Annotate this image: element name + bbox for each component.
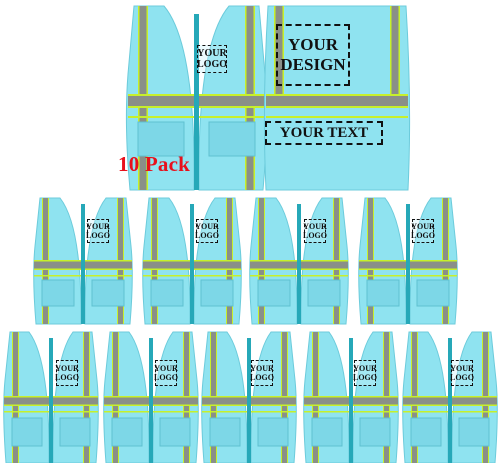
- logo-box-large: YOUR LOGO: [197, 45, 227, 73]
- logo-line-2: LOGO: [450, 373, 475, 382]
- logo-line-1: YOUR: [250, 364, 274, 373]
- vest-row3-4: [303, 331, 399, 463]
- logo-line-1: YOUR: [353, 364, 377, 373]
- logo-line-2: LOGO: [86, 231, 111, 240]
- vest-row3-5: [402, 331, 498, 463]
- vest-row2-4: [358, 197, 458, 325]
- design-line-1: YOUR: [287, 35, 339, 54]
- vest-row3-2: [103, 331, 199, 463]
- logo-box-row3-2: YOUR LOGO: [154, 360, 179, 386]
- logo-line-1: YOUR: [411, 222, 435, 231]
- logo-line-1: YOUR: [303, 222, 327, 231]
- logo-line-2: LOGO: [250, 373, 275, 382]
- logo-box-row2-4: YOUR LOGO: [411, 219, 436, 243]
- vest-row3-1: [3, 331, 99, 463]
- logo-line-2: LOGO: [353, 373, 378, 382]
- logo-line-1: YOUR: [55, 364, 79, 373]
- your-text-box: YOUR TEXT: [265, 121, 383, 145]
- design-line-2: DESIGN: [280, 55, 346, 74]
- logo-box-row2-2: YOUR LOGO: [195, 219, 220, 243]
- logo-line-2: LOGO: [197, 59, 228, 70]
- vest-row2-1: [33, 197, 133, 325]
- logo-box-row3-4: YOUR LOGO: [353, 360, 378, 386]
- logo-box-row3-5: YOUR LOGO: [450, 360, 475, 386]
- logo-line-2: LOGO: [303, 231, 328, 240]
- logo-box-row2-1: YOUR LOGO: [86, 219, 111, 243]
- vest-row3-3: [201, 331, 297, 463]
- logo-line-2: LOGO: [55, 373, 80, 382]
- logo-line-1: YOUR: [195, 222, 219, 231]
- pack-label: 10 Pack: [118, 152, 190, 176]
- logo-line-1: YOUR: [154, 364, 178, 373]
- logo-line-2: LOGO: [195, 231, 220, 240]
- logo-line-2: LOGO: [154, 373, 179, 382]
- vest-row2-2: [142, 197, 242, 325]
- logo-line-1: YOUR: [450, 364, 474, 373]
- logo-line-1: YOUR: [197, 48, 227, 59]
- logo-box-row2-3: YOUR LOGO: [303, 219, 328, 243]
- your-text-label: YOUR TEXT: [279, 124, 369, 141]
- logo-line-1: YOUR: [86, 222, 110, 231]
- vest-row2-3: [249, 197, 349, 325]
- logo-box-row3-3: YOUR LOGO: [250, 360, 275, 386]
- logo-box-row3-1: YOUR LOGO: [55, 360, 80, 386]
- your-design-box: YOUR DESIGN: [276, 24, 350, 86]
- logo-line-2: LOGO: [411, 231, 436, 240]
